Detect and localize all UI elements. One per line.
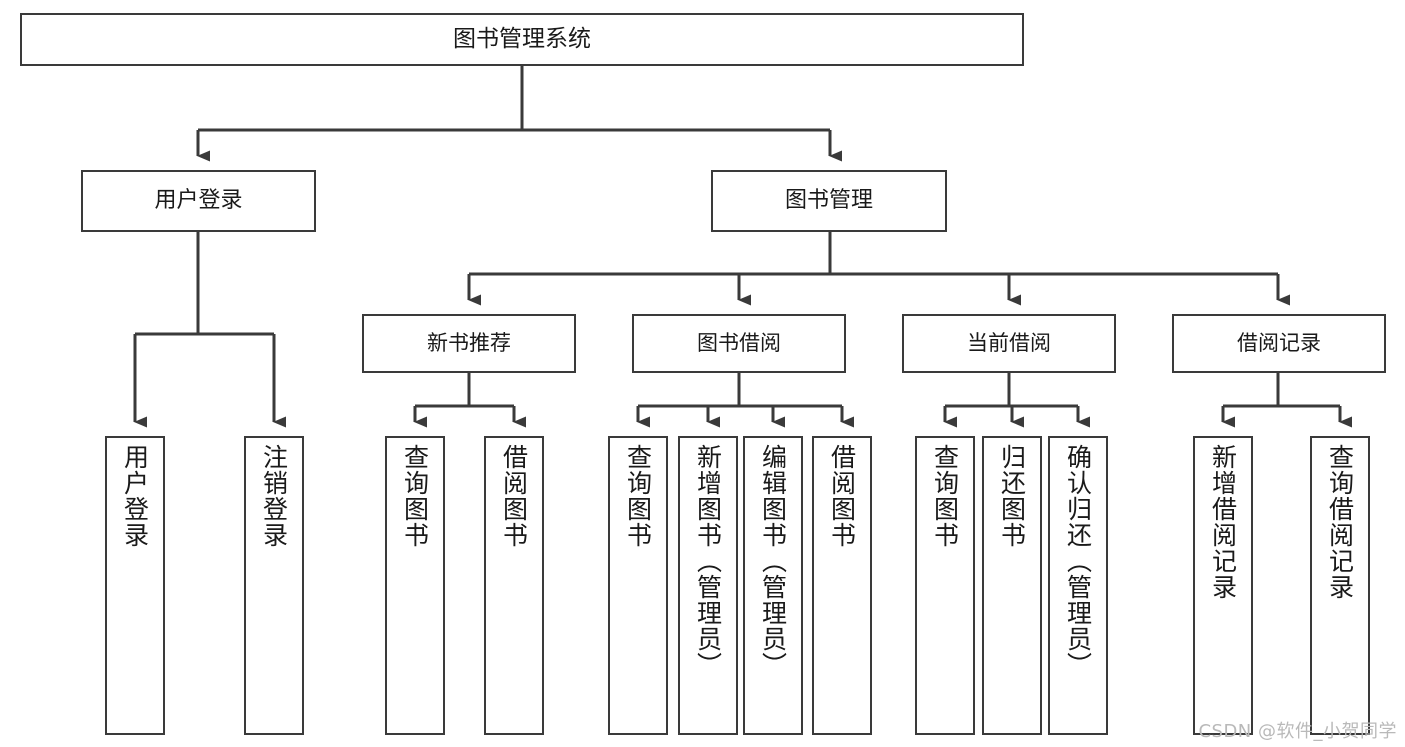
node-label: 用户登录 [154,188,243,214]
node-label: 图书借阅 [697,331,781,356]
node-label: 确认归还（管理员） [1063,444,1093,678]
leaf-borrow-add-book-admin[interactable]: 新增图书（管理员） [678,436,738,735]
leaf-current-confirm-return-admin[interactable]: 确认归还（管理员） [1048,436,1108,735]
leaf-borrow-edit-book-admin[interactable]: 编辑图书（管理员） [743,436,803,735]
node-label: 用户登录 [120,444,150,548]
node-book-borrow[interactable]: 图书借阅 [632,314,846,373]
node-label: 归还图书 [997,444,1027,548]
node-label: 借阅图书 [827,444,857,548]
leaf-record-add-record[interactable]: 新增借阅记录 [1193,436,1253,735]
node-label: 图书管理系统 [453,25,591,52]
leaf-recommend-borrow-book[interactable]: 借阅图书 [484,436,544,735]
node-borrow-record[interactable]: 借阅记录 [1172,314,1386,373]
node-label: 借阅图书 [499,444,529,548]
node-current-borrow[interactable]: 当前借阅 [902,314,1116,373]
node-root-system[interactable]: 图书管理系统 [20,13,1024,66]
node-user-login[interactable]: 用户登录 [81,170,316,232]
leaf-current-query-book[interactable]: 查询图书 [915,436,975,735]
node-label: 借阅记录 [1237,331,1321,356]
node-label: 查询图书 [623,444,653,548]
leaf-record-query-record[interactable]: 查询借阅记录 [1310,436,1370,735]
leaf-borrow-query-book[interactable]: 查询图书 [608,436,668,735]
node-label: 查询图书 [930,444,960,548]
csdn-watermark: CSDN @软件_小贺同学 [1198,721,1397,742]
node-label: 注销登录 [259,444,289,548]
leaf-recommend-query-book[interactable]: 查询图书 [385,436,445,735]
node-label: 编辑图书（管理员） [758,444,788,678]
node-label: 新增图书（管理员） [693,444,723,678]
node-label: 查询图书 [400,444,430,548]
node-label: 当前借阅 [967,331,1051,356]
leaf-user-login-login[interactable]: 用户登录 [105,436,165,735]
node-book-management[interactable]: 图书管理 [711,170,947,232]
leaf-current-return-book[interactable]: 归还图书 [982,436,1042,735]
node-label: 新书推荐 [427,331,511,356]
node-label: 新增借阅记录 [1208,444,1238,600]
leaf-borrow-borrow-book[interactable]: 借阅图书 [812,436,872,735]
node-new-book-recommend[interactable]: 新书推荐 [362,314,576,373]
leaf-user-login-logout[interactable]: 注销登录 [244,436,304,735]
node-label: 查询借阅记录 [1325,444,1355,600]
node-label: 图书管理 [784,188,873,214]
